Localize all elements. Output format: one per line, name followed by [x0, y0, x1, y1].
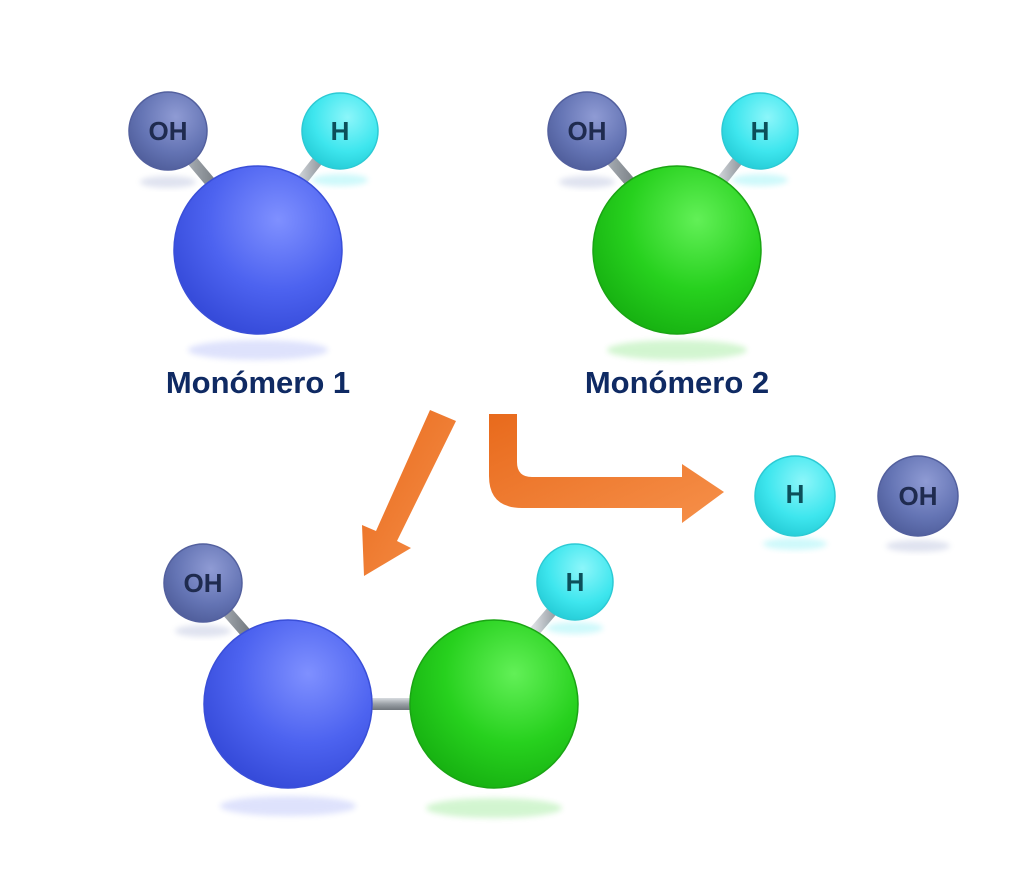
- released-oh-label: OH: [899, 481, 938, 511]
- reflection-shadow: [547, 622, 603, 634]
- h-label: H: [751, 116, 770, 146]
- h-label: H: [566, 567, 585, 597]
- reaction-arrows: [362, 410, 724, 576]
- h-ball: [301, 92, 379, 170]
- reflection-shadow: [607, 340, 747, 360]
- reflection-shadow: [886, 540, 950, 552]
- released-oh-ball: [877, 455, 959, 537]
- released-h-ball: [754, 455, 836, 537]
- monomer-1-caption: Monómero 1: [166, 365, 350, 400]
- reflection-shadow: [426, 798, 562, 818]
- h-label: H: [331, 116, 350, 146]
- reflection-shadow: [763, 538, 827, 550]
- oh-ball: [163, 543, 243, 623]
- arrow-to-byproducts: [489, 414, 724, 523]
- monomer-2-core-ball: [592, 165, 762, 335]
- arrow-to-dimer: [362, 410, 456, 576]
- oh-label: OH: [568, 116, 607, 146]
- dimer-green-ball: [409, 619, 579, 789]
- dimer-blue-ball: [203, 619, 373, 789]
- h-ball: [536, 543, 614, 621]
- oh-ball: [128, 91, 208, 171]
- monomer-1-core-ball: [173, 165, 343, 335]
- dimer: OH H: [163, 543, 614, 818]
- reflection-shadow: [559, 176, 615, 188]
- oh-ball: [547, 91, 627, 171]
- byproducts: H OH: [754, 455, 959, 552]
- reflection-shadow: [220, 796, 356, 816]
- oh-label: OH: [149, 116, 188, 146]
- monomer-2: OH H Monómero 2: [547, 91, 799, 400]
- oh-label: OH: [184, 568, 223, 598]
- h-ball: [721, 92, 799, 170]
- reflection-shadow: [732, 174, 788, 186]
- reflection-shadow: [140, 176, 196, 188]
- reflection-shadow: [175, 625, 231, 637]
- monomer-1: OH H Monómero 1: [128, 91, 379, 400]
- reflection-shadow: [188, 340, 328, 360]
- released-h-label: H: [786, 479, 805, 509]
- reflection-shadow: [312, 174, 368, 186]
- monomer-2-caption: Monómero 2: [585, 365, 769, 400]
